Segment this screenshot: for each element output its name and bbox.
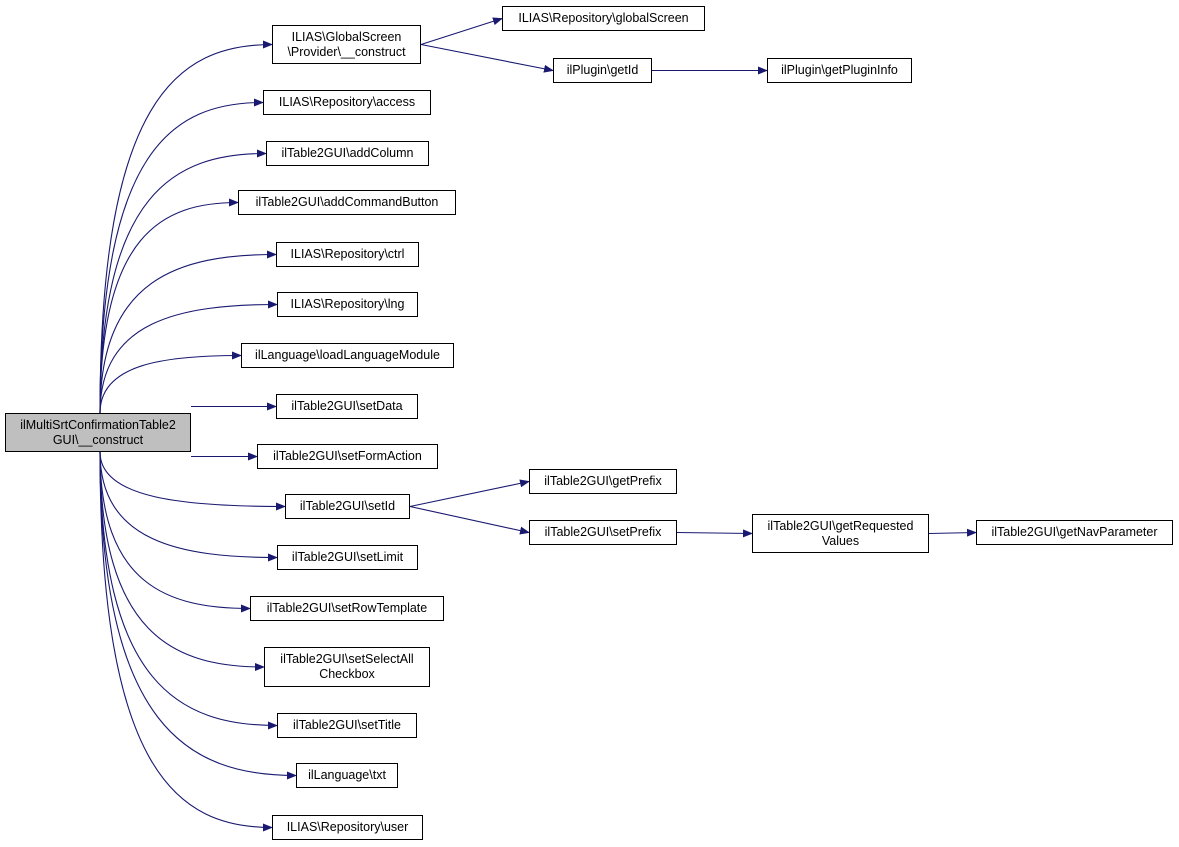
node-language-txt[interactable]: ilLanguage\txt (296, 763, 398, 788)
node-table2gui-setid[interactable]: ilTable2GUI\setId (285, 494, 410, 519)
node-table2gui-setdata[interactable]: ilTable2GUI\setData (276, 394, 418, 419)
node-line2: \Provider\__construct (287, 44, 406, 59)
node-language-loadlanguagemodule[interactable]: ilLanguage\loadLanguageModule (241, 343, 454, 368)
edge-root-to-gs_construct (99, 40, 273, 414)
node-label: ilLanguage\loadLanguageModule (255, 348, 440, 362)
node-table2gui-setprefix[interactable]: ilTable2GUI\setPrefix (529, 520, 677, 545)
node-line2: Values (821, 533, 860, 548)
node-label: ilTable2GUI\addCommandButton (255, 195, 439, 209)
root-node: ilMultiSrtConfirmationTable2 GUI\__const… (5, 413, 191, 452)
node-line1: ILIAS\GlobalScreen (291, 29, 402, 44)
node-label: ILIAS\Repository\ctrl (290, 247, 405, 261)
node-label: ilTable2GUI\setData (291, 399, 403, 413)
node-label: ilTable2GUI\setFormAction (273, 449, 422, 463)
node-label: ilTable2GUI\getNavParameter (991, 525, 1158, 539)
edge-root-to-setlimit (99, 451, 278, 562)
edge-root-to-repo_lng (99, 300, 278, 414)
edge-root-to-setid (99, 451, 286, 511)
node-line2: Checkbox (319, 667, 375, 681)
node-table2gui-settitle[interactable]: ilTable2GUI\setTitle (277, 713, 417, 738)
node-table2gui-getprefix[interactable]: ilTable2GUI\getPrefix (529, 469, 677, 494)
edge-gs_construct-to-plugin_getid (420, 43, 554, 73)
edge-root-to-setselectall (99, 451, 265, 671)
node-label: ilTable2GUI\setTitle (293, 718, 401, 732)
node-line1: ilTable2GUI\setSelectAll (280, 652, 414, 666)
node-label: ilPlugin\getId (566, 63, 639, 77)
node-table2gui-setselectallcheckbox[interactable]: ilTable2GUI\setSelectAll Checkbox (264, 647, 430, 687)
node-label: ILIAS\Repository\access (278, 95, 416, 109)
edge-root-to-repo_user (99, 451, 273, 832)
root-node-line2: GUI\__construct (52, 432, 144, 447)
edge-root-to-repo_access (99, 98, 264, 414)
node-label: ilTable2GUI\setRowTemplate (266, 601, 428, 615)
edge-setid-to-getprefix (409, 479, 530, 508)
node-table2gui-addcommandbutton[interactable]: ilTable2GUI\addCommandButton (238, 190, 456, 215)
edge-setid-to-setprefix (409, 505, 530, 535)
node-repository-access[interactable]: ILIAS\Repository\access (263, 90, 431, 115)
node-table2gui-setlimit[interactable]: ilTable2GUI\setLimit (277, 545, 418, 570)
edge-root-to-loadlanguagemodule (99, 351, 242, 414)
root-node-line1: ilMultiSrtConfirmationTable2 (20, 417, 176, 432)
edge-gs_construct-to-repo_globalscreen (420, 17, 503, 46)
node-repository-user[interactable]: ILIAS\Repository\user (272, 815, 423, 840)
node-table2gui-getrequestedvalues[interactable]: ilTable2GUI\getRequested Values (752, 514, 929, 553)
edge-setprefix-to-getrequestedvalues (676, 529, 753, 538)
node-label: ilPlugin\getPluginInfo (781, 63, 898, 77)
node-label: ilTable2GUI\addColumn (281, 146, 414, 160)
node-label: ilTable2GUI\setLimit (291, 550, 404, 564)
node-globalscreen-provider-construct[interactable]: ILIAS\GlobalScreen \Provider\__construct (272, 25, 421, 64)
node-label: ILIAS\Repository\lng (290, 297, 405, 311)
node-repository-globalscreen[interactable]: ILIAS\Repository\globalScreen (502, 6, 705, 31)
node-repository-ctrl[interactable]: ILIAS\Repository\ctrl (276, 242, 419, 267)
edge-root-to-repo_ctrl (99, 250, 277, 414)
node-label: ilTable2GUI\setId (299, 499, 396, 513)
node-table2gui-setrowtemplate[interactable]: ilTable2GUI\setRowTemplate (250, 596, 444, 621)
node-plugin-getplugininfo[interactable]: ilPlugin\getPluginInfo (767, 58, 912, 83)
node-table2gui-getnavparameter[interactable]: ilTable2GUI\getNavParameter (976, 520, 1173, 545)
edge-root-to-settitle (99, 451, 278, 730)
node-line1: ilTable2GUI\getRequested (767, 518, 914, 533)
edge-root-to-addcommandbutton (99, 198, 239, 414)
node-table2gui-setformaction[interactable]: ilTable2GUI\setFormAction (257, 444, 438, 469)
node-label: ilTable2GUI\setPrefix (544, 525, 662, 539)
node-repository-lng[interactable]: ILIAS\Repository\lng (277, 292, 418, 317)
node-label: ilTable2GUI\getPrefix (544, 474, 662, 488)
node-table2gui-addcolumn[interactable]: ilTable2GUI\addColumn (266, 141, 429, 166)
node-plugin-getid[interactable]: ilPlugin\getId (553, 58, 652, 83)
node-label: ILIAS\Repository\user (286, 820, 409, 834)
node-label: ILIAS\Repository\globalScreen (518, 11, 689, 25)
edge-getrequestedvalues-to-getnavparameter (928, 528, 977, 537)
edge-root-to-setrowtemplate (99, 451, 251, 613)
edge-root-to-language_txt (99, 451, 297, 780)
edge-root-to-addcolumn (99, 149, 267, 414)
node-label: ilLanguage\txt (308, 768, 386, 782)
